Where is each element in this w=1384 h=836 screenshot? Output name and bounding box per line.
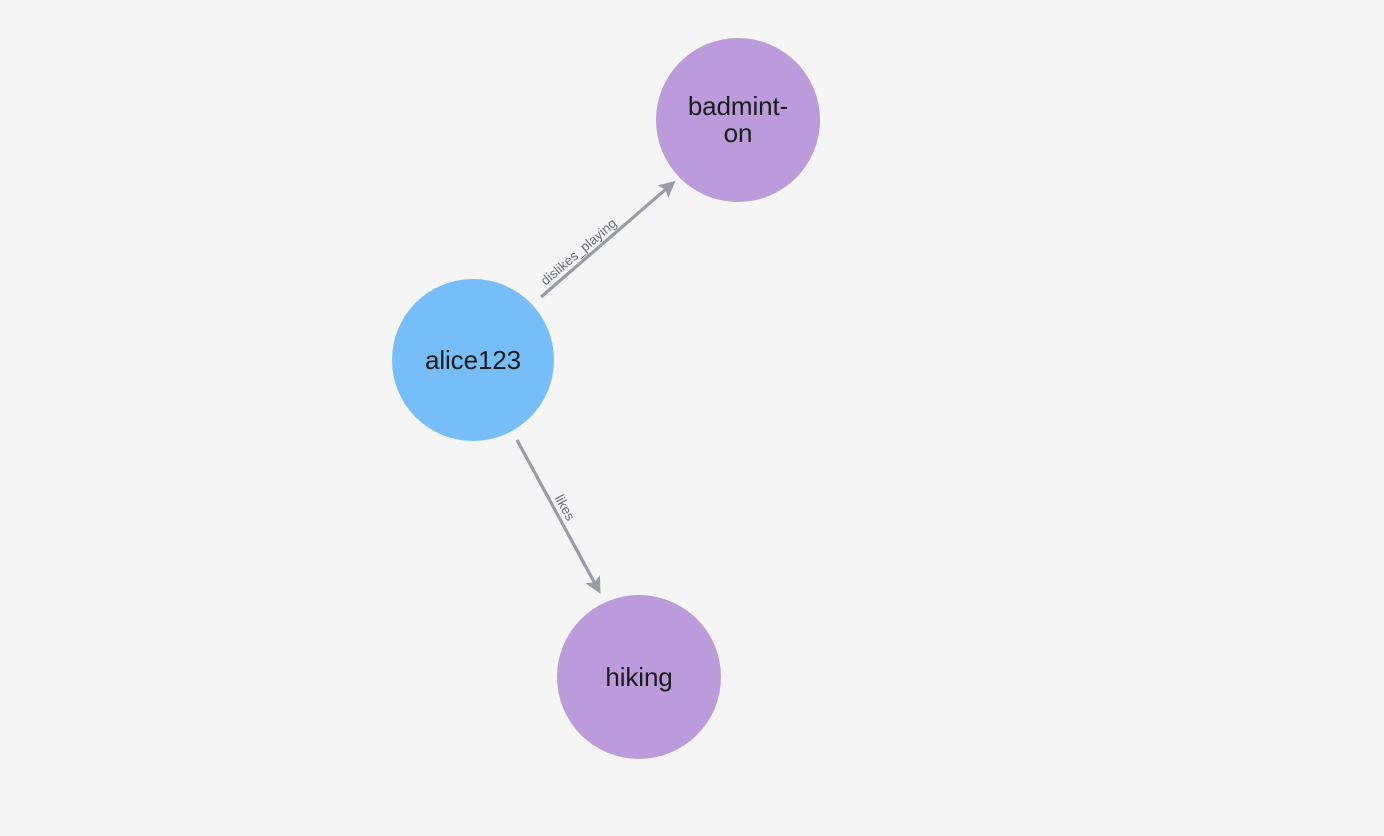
node-label-hiking: hiking bbox=[605, 661, 673, 692]
node-label-badminton-line1: badmint- bbox=[687, 91, 789, 121]
graph-node-alice123[interactable]: alice123 bbox=[392, 279, 554, 441]
node-label-badminton: badmint-on bbox=[682, 93, 794, 147]
edge-line-dislikes-playing[interactable] bbox=[539, 180, 676, 299]
node-label-badminton-line2: on bbox=[723, 118, 753, 148]
edge-line-likes[interactable] bbox=[515, 439, 601, 594]
node-label-alice123: alice123 bbox=[424, 344, 522, 375]
graph-node-badminton[interactable]: badmint-on bbox=[656, 38, 820, 202]
graph-node-hiking[interactable]: hiking bbox=[557, 595, 721, 759]
